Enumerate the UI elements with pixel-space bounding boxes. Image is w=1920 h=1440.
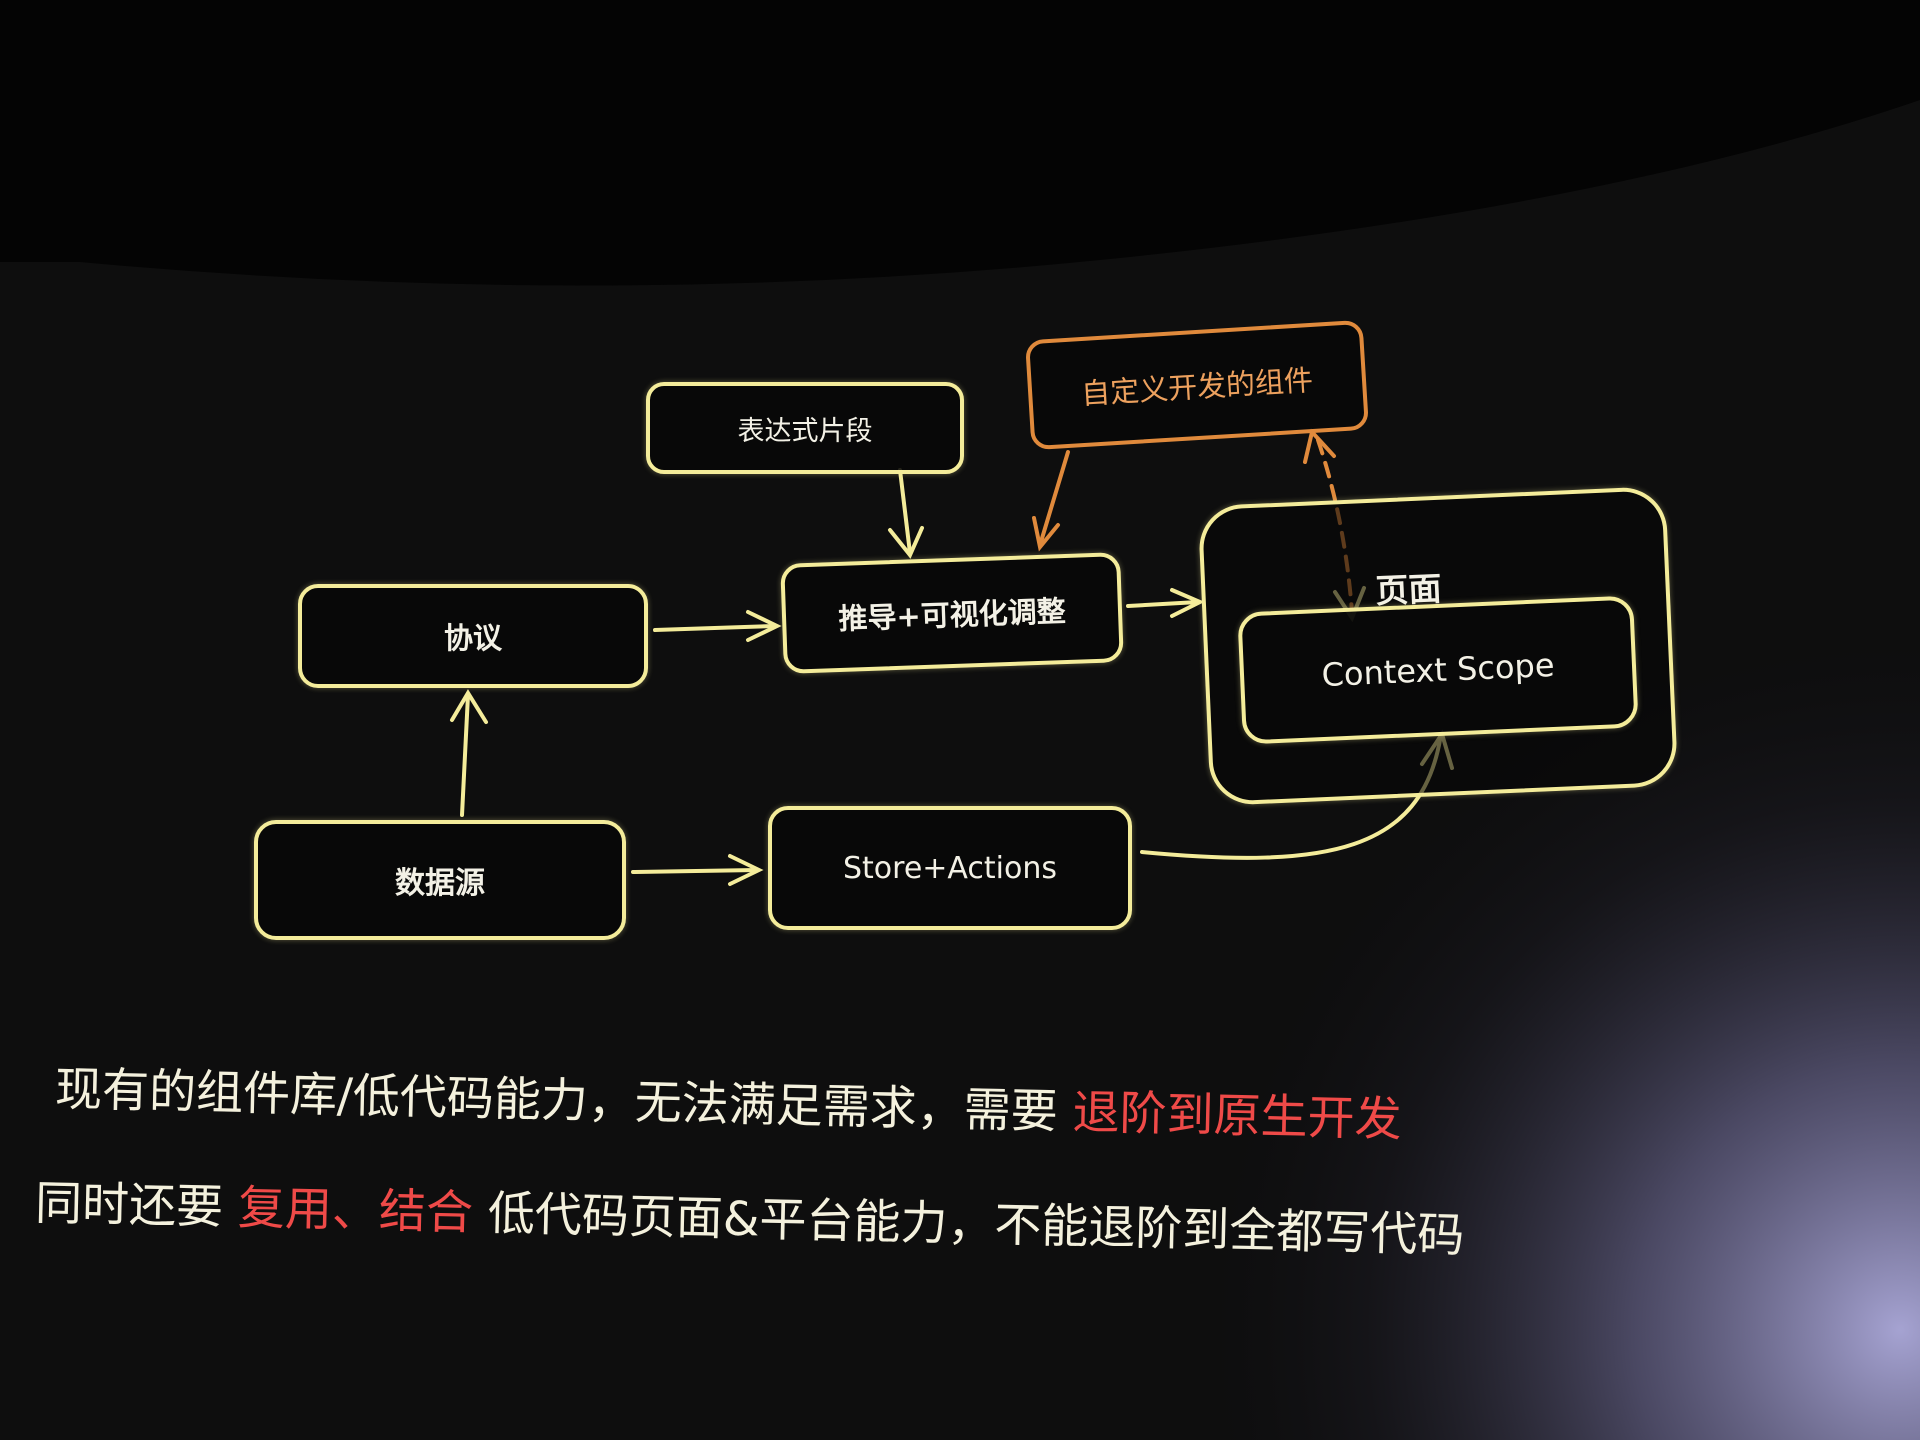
- node-custom-component-label: 自定义开发的组件: [1080, 362, 1314, 412]
- node-expression: 表达式片段: [646, 382, 964, 474]
- node-datasource: 数据源: [254, 820, 626, 940]
- node-datasource-label: 数据源: [395, 866, 485, 901]
- arrow-custom-to-derive: [1038, 450, 1070, 547]
- node-context-scope: Context Scope: [1237, 595, 1639, 745]
- caption-line-2-highlight-combine: 结合: [378, 1183, 474, 1241]
- node-protocol-label: 协议: [443, 621, 502, 655]
- arrow-datasource-to-store: [631, 868, 759, 874]
- node-expression-label: 表达式片段: [737, 415, 873, 447]
- node-derive-adjust: 推导+可视化调整: [780, 552, 1124, 674]
- node-protocol: 协议: [298, 584, 648, 688]
- caption-line-2-prefix: 同时还要: [34, 1175, 239, 1236]
- arrow-derive-to-page: [1126, 600, 1200, 608]
- caption-line-1-highlight: 退阶到原生开发: [1071, 1085, 1403, 1148]
- arrow-protocol-to-derive: [653, 624, 777, 632]
- node-context-scope-label: Context Scope: [1320, 645, 1556, 695]
- node-derive-adjust-label: 推导+可视化调整: [837, 594, 1067, 636]
- arrow-datasource-to-protocol: [460, 693, 470, 817]
- node-custom-component: 自定义开发的组件: [1024, 319, 1370, 451]
- node-store-actions-label: Store+Actions: [842, 850, 1057, 886]
- node-store-actions: Store+Actions: [768, 806, 1132, 930]
- arrow-expression-to-derive: [898, 468, 912, 555]
- caption-line-2-highlight-reuse: 复用: [237, 1180, 333, 1238]
- caption-line-2-separator: 、: [331, 1182, 380, 1239]
